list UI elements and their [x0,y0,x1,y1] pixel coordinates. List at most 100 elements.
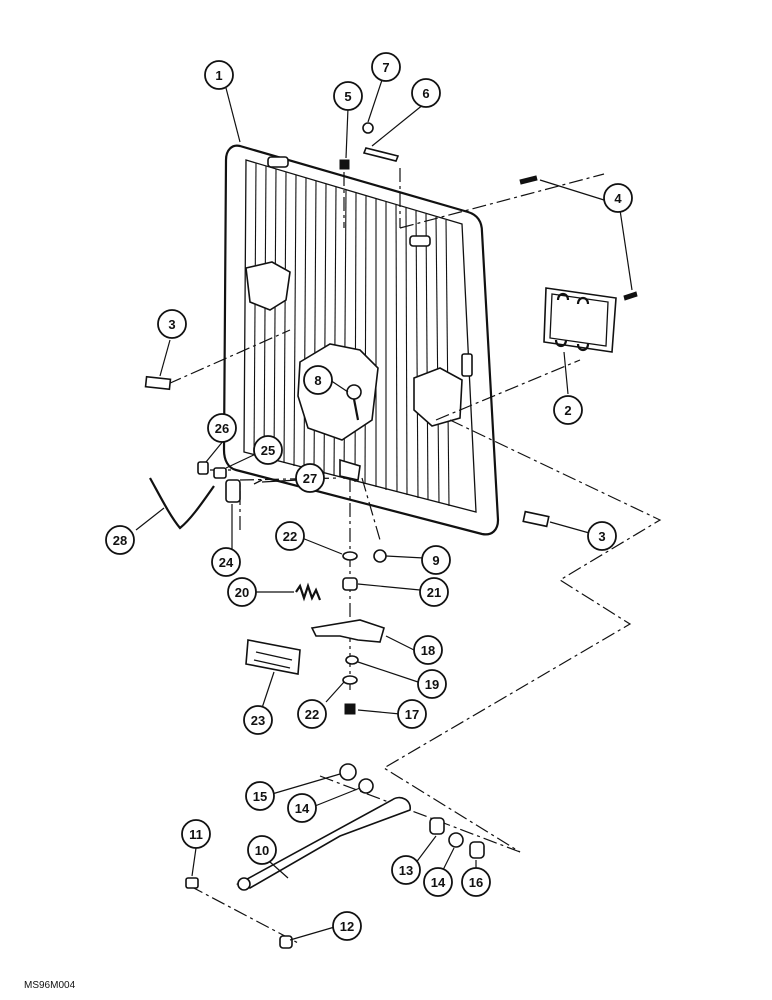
callout-6: 6 [411,78,441,108]
svg-text:7: 7 [382,60,389,75]
callout-27: 27 [295,463,325,493]
lever-10 [236,796,411,889]
svg-text:4: 4 [614,191,622,206]
callout-16: 16 [461,867,491,897]
bolt-11 [185,877,199,889]
spacer-21 [342,577,358,591]
washer-19 [345,655,359,665]
callout-21: 21 [419,577,449,607]
svg-text:17: 17 [405,707,419,722]
svg-text:3: 3 [168,317,175,332]
lever-10-hole [237,877,251,891]
callout-15: 15 [245,781,275,811]
clip-24 [225,479,241,503]
cap-7 [362,122,374,134]
callout-23: 23 [243,705,273,735]
svg-text:22: 22 [305,707,319,722]
bushing-13 [429,817,445,835]
callout-18: 18 [413,635,443,665]
callout-25: 25 [253,435,283,465]
assembly-lines [167,168,662,945]
svg-text:20: 20 [235,585,249,600]
svg-text:11: 11 [189,827,203,842]
svg-text:24: 24 [219,555,234,570]
callout-19: 19 [417,669,447,699]
bushing-16 [469,841,485,859]
callout-28: 28 [105,525,135,555]
svg-text:14: 14 [431,875,446,890]
grille-slats [253,162,450,507]
callout-leaders [135,79,633,941]
pin-4-bottom [623,291,638,301]
callout-3-left: 3 [157,309,187,339]
callout-3-right: 3 [587,521,617,551]
svg-text:27: 27 [303,471,317,486]
svg-text:14: 14 [295,801,310,816]
svg-text:16: 16 [469,875,483,890]
knob-8 [346,384,362,421]
callout-9: 9 [421,545,451,575]
callout-14-top: 14 [287,793,317,823]
svg-text:15: 15 [253,789,267,804]
callout-24: 24 [211,547,241,577]
svg-text:12: 12 [340,919,354,934]
nut-12 [279,935,293,949]
svg-text:18: 18 [421,643,435,658]
plate-3-left [144,375,172,391]
callout-11: 11 [181,819,211,849]
figure-code: MS96M004 [24,980,76,991]
pin-27 [253,479,263,485]
cable-28 [149,477,215,530]
callout-8: 8 [303,365,333,395]
svg-text:22: 22 [283,529,297,544]
screw-26 [197,461,209,475]
svg-text:3: 3 [598,529,605,544]
svg-text:10: 10 [255,843,269,858]
washer-14-bottom [448,832,464,848]
svg-text:23: 23 [251,713,265,728]
svg-text:5: 5 [344,89,351,104]
pin-4-top [519,175,538,185]
nut-17 [344,703,356,715]
callout-1: 1 [204,60,234,90]
bushing-25 [213,467,227,479]
svg-text:6: 6 [422,86,429,101]
callout-22-top: 22 [275,521,305,551]
callout-14-bottom: 14 [423,867,453,897]
callout-26: 26 [207,413,237,443]
callout-7: 7 [371,52,401,82]
callout-17: 17 [397,699,427,729]
callout-2: 2 [553,395,583,425]
nut-15 [339,763,357,781]
callout-13: 13 [391,855,421,885]
spring-20 [295,582,322,602]
nut-5 [339,159,350,170]
washer-14-top [358,778,374,794]
grille-panel [222,144,500,536]
plate-3-right [522,510,550,528]
svg-text:21: 21 [427,585,441,600]
svg-text:13: 13 [399,863,413,878]
washer-22-bottom [342,675,358,685]
rod-6 [362,147,400,162]
washer-22-top [342,551,358,561]
callout-4: 4 [603,183,633,213]
plate-23 [245,639,301,675]
svg-text:25: 25 [261,443,275,458]
latch-plate-18 [310,619,385,643]
callout-5: 5 [333,81,363,111]
svg-text:9: 9 [432,553,439,568]
nut-9 [373,549,387,563]
callout-12: 12 [332,911,362,941]
svg-text:26: 26 [215,421,229,436]
svg-text:28: 28 [113,533,127,548]
bracket-2 [543,287,617,353]
svg-text:2: 2 [564,403,571,418]
callout-22-bottom: 22 [297,699,327,729]
svg-text:1: 1 [215,68,222,83]
callout-20: 20 [227,577,257,607]
svg-text:19: 19 [425,677,439,692]
callout-10: 10 [247,835,277,865]
svg-text:8: 8 [314,373,321,388]
